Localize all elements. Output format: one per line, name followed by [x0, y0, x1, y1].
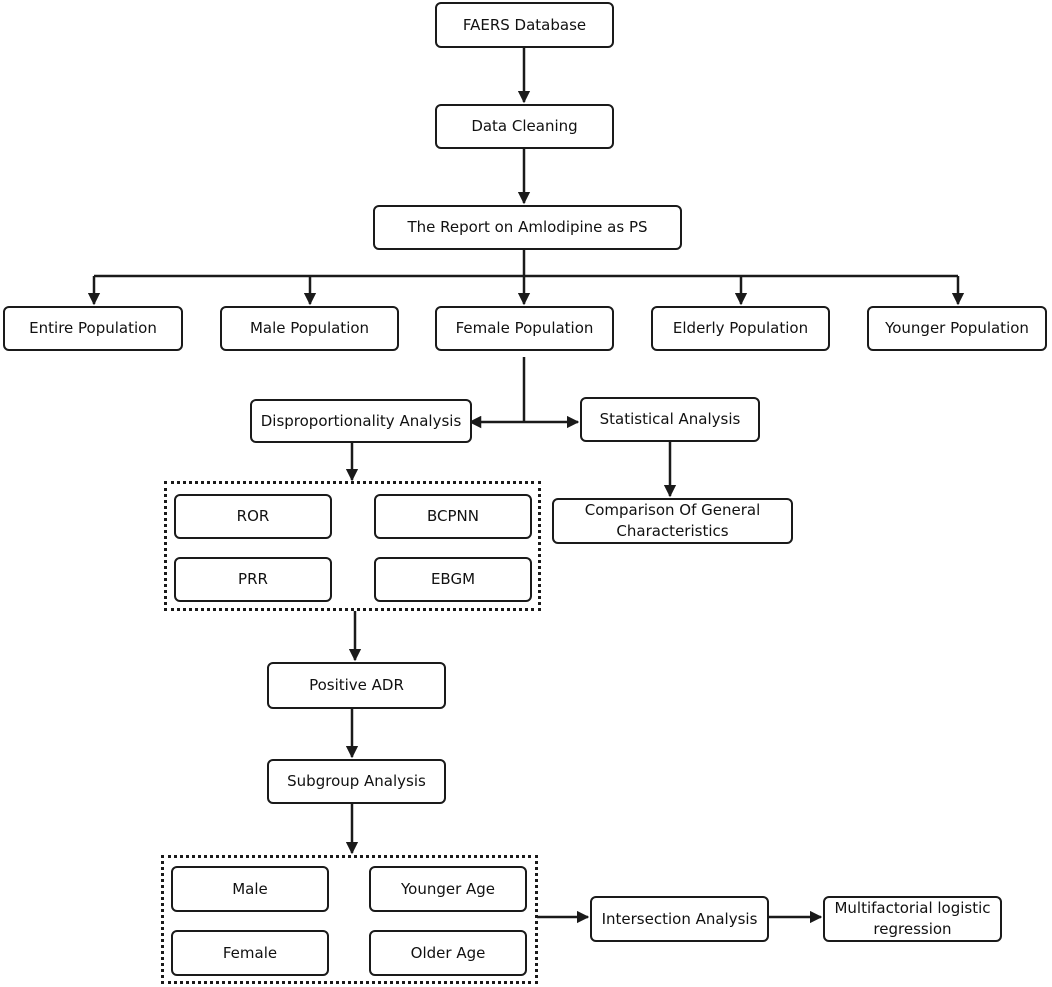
subgroup-analysis-node: Subgroup Analysis [267, 759, 446, 804]
prr-node: PRR [174, 557, 332, 602]
female-subgroup-node: Female [171, 930, 329, 976]
faers-database-node: FAERS Database [435, 2, 614, 48]
methods-group [164, 481, 541, 611]
disproportionality-analysis-node: Disproportionality Analysis [250, 399, 472, 443]
ebgm-node: EBGM [374, 557, 532, 602]
subgroup-group [161, 855, 538, 984]
male-population-node: Male Population [220, 306, 399, 351]
male-subgroup-node: Male [171, 866, 329, 912]
elderly-population-node: Elderly Population [651, 306, 830, 351]
positive-adr-node: Positive ADR [267, 662, 446, 709]
younger-population-node: Younger Population [867, 306, 1047, 351]
younger-age-subgroup-node: Younger Age [369, 866, 527, 912]
intersection-analysis-node: Intersection Analysis [590, 896, 769, 942]
entire-population-node: Entire Population [3, 306, 183, 351]
amlodipine-report-node: The Report on Amlodipine as PS [373, 205, 682, 250]
general-characteristics-node: Comparison Of General Characteristics [552, 498, 793, 544]
statistical-analysis-node: Statistical Analysis [580, 397, 760, 442]
multifactorial-regression-node: Multifactorial logistic regression [823, 896, 1002, 942]
ror-node: ROR [174, 494, 332, 539]
female-population-node: Female Population [435, 306, 614, 351]
older-age-subgroup-node: Older Age [369, 930, 527, 976]
data-cleaning-node: Data Cleaning [435, 104, 614, 149]
bcpnn-node: BCPNN [374, 494, 532, 539]
